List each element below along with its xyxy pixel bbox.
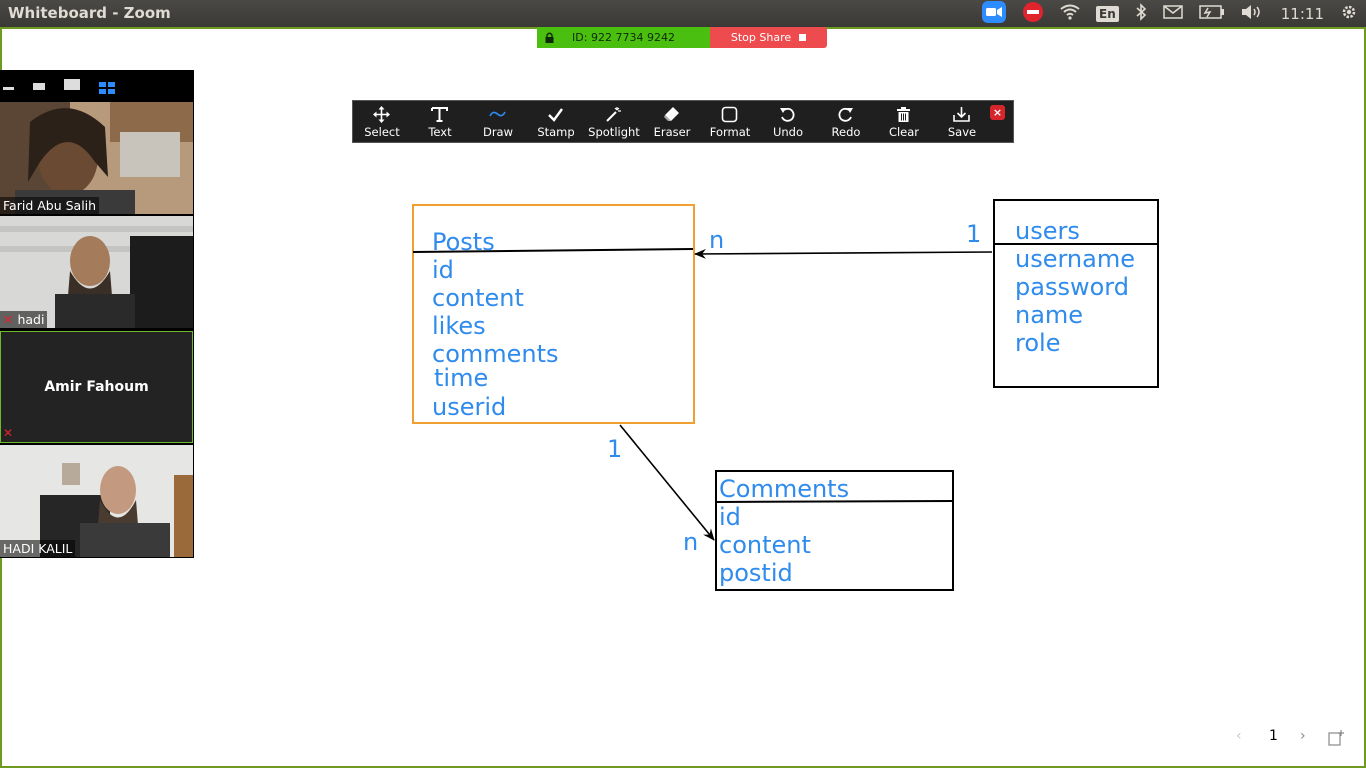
select-tool-button[interactable]: Select <box>353 101 411 142</box>
participant-video <box>0 102 193 214</box>
draw-tool-button[interactable]: Draw <box>469 101 527 142</box>
posts-title: Posts <box>432 228 495 256</box>
participant-video-tile[interactable]: HADI KALIL <box>0 445 193 557</box>
next-page-chevron-icon[interactable]: › <box>1300 728 1306 744</box>
posts-header-divider <box>412 248 694 253</box>
users-to-posts-arrow <box>694 248 993 259</box>
clear-button[interactable]: Clear <box>875 101 933 142</box>
participant-video-tile-active[interactable]: Amir Fahoum ✕ <box>0 331 193 443</box>
redo-button[interactable]: Redo <box>817 101 875 142</box>
volume-icon[interactable] <box>1241 4 1265 24</box>
cardinality-label: 1 <box>607 435 623 463</box>
text-t-icon <box>431 107 448 122</box>
users-title: users <box>1015 217 1080 245</box>
stop-share-label: Stop Share <box>730 31 792 44</box>
participant-name: hadi <box>17 312 45 327</box>
title-bar: Whiteboard - Zoom En 11:11 <box>0 0 1366 27</box>
muted-mic-icon: ✕ <box>3 312 14 327</box>
users-box[interactable] <box>993 199 1159 388</box>
previous-page-chevron-icon[interactable]: ‹ <box>1236 728 1242 744</box>
page-number: 1 <box>1269 728 1278 744</box>
meeting-id-text: ID: 922 7734 9242 <box>572 31 675 44</box>
magic-wand-icon <box>606 107 621 122</box>
comments-box[interactable] <box>715 470 954 591</box>
window-title: Whiteboard - Zoom <box>8 4 171 22</box>
participant-video <box>0 216 193 328</box>
eraser-icon <box>664 107 679 121</box>
participant-video <box>0 445 193 557</box>
speaker-view-icon[interactable] <box>64 79 80 90</box>
posts-field: content <box>432 284 524 312</box>
hide-video-icon[interactable] <box>33 83 45 90</box>
undo-icon <box>780 107 795 122</box>
bluetooth-icon[interactable] <box>1135 2 1147 25</box>
comments-field: content <box>719 531 811 559</box>
format-tool-button[interactable]: Format <box>701 101 759 142</box>
keyboard-layout-indicator[interactable]: En <box>1096 5 1119 22</box>
square-outline-icon <box>721 106 738 123</box>
minimize-video-icon[interactable] <box>3 87 14 90</box>
users-field: password <box>1015 273 1129 301</box>
participant-video-tile[interactable]: ✕ hadi <box>0 216 193 328</box>
add-page-icon[interactable] <box>1328 730 1344 750</box>
redo-icon <box>838 107 853 122</box>
participant-name: Farid Abu Salih <box>0 197 100 214</box>
eraser-tool-button[interactable]: Eraser <box>643 101 701 142</box>
posts-field: likes <box>432 312 486 340</box>
comments-title: Comments <box>719 475 850 503</box>
battery-icon[interactable] <box>1199 4 1225 23</box>
undo-button[interactable]: Undo <box>759 101 817 142</box>
text-tool-button[interactable]: Text <box>411 101 469 142</box>
users-field: username <box>1015 245 1135 273</box>
gallery-view-controls <box>0 70 194 102</box>
participant-name-row: ✕ hadi <box>0 311 48 328</box>
posts-field: time <box>434 364 489 392</box>
muted-mic-icon: ✕ <box>3 426 14 440</box>
checkmark-icon <box>548 108 563 122</box>
stop-square-icon <box>799 34 807 41</box>
cardinality-label: n <box>709 226 725 254</box>
trash-icon <box>897 107 910 122</box>
comments-field: postid <box>719 559 793 587</box>
do-not-disturb-icon[interactable] <box>1022 1 1044 27</box>
spotlight-tool-button[interactable]: Spotlight <box>585 101 643 142</box>
wifi-icon[interactable] <box>1060 4 1080 24</box>
zoom-icon[interactable] <box>982 0 1007 27</box>
lock-icon <box>545 32 554 43</box>
participant-video-tile[interactable]: Farid Abu Salih <box>0 102 193 214</box>
save-button[interactable]: Save <box>933 101 991 142</box>
move-arrows-icon <box>373 106 390 123</box>
squiggle-icon <box>489 111 506 117</box>
participant-name: Amir Fahoum <box>44 379 149 395</box>
meeting-id-bar[interactable]: ID: 922 7734 9242 <box>537 27 710 48</box>
close-toolbar-button[interactable]: × <box>990 105 1005 120</box>
stamp-tool-button[interactable]: Stamp <box>527 101 585 142</box>
posts-field: comments <box>432 340 559 368</box>
users-field: name <box>1015 301 1084 329</box>
comments-header-divider <box>715 500 954 503</box>
cardinality-label: n <box>683 528 699 556</box>
mail-icon[interactable] <box>1163 4 1183 23</box>
cardinality-label: 1 <box>966 220 982 248</box>
posts-field: userid <box>432 393 507 421</box>
annotation-toolbar: Select Text Draw Stamp Spotlight Eraser … <box>352 100 1014 143</box>
participant-name: HADI KALIL <box>0 540 76 557</box>
stop-share-button[interactable]: Stop Share <box>710 27 827 48</box>
posts-box[interactable] <box>412 204 695 424</box>
posts-to-comments-arrow <box>619 424 715 541</box>
clock[interactable]: 11:11 <box>1280 4 1324 23</box>
comments-field: id <box>719 503 741 531</box>
gallery-view-icon[interactable] <box>99 79 115 94</box>
settings-gear-icon[interactable] <box>1340 3 1358 25</box>
system-tray: En 11:11 <box>974 0 1366 27</box>
posts-field: id <box>432 256 454 284</box>
download-tray-icon <box>953 107 970 122</box>
users-field: role <box>1015 329 1061 357</box>
